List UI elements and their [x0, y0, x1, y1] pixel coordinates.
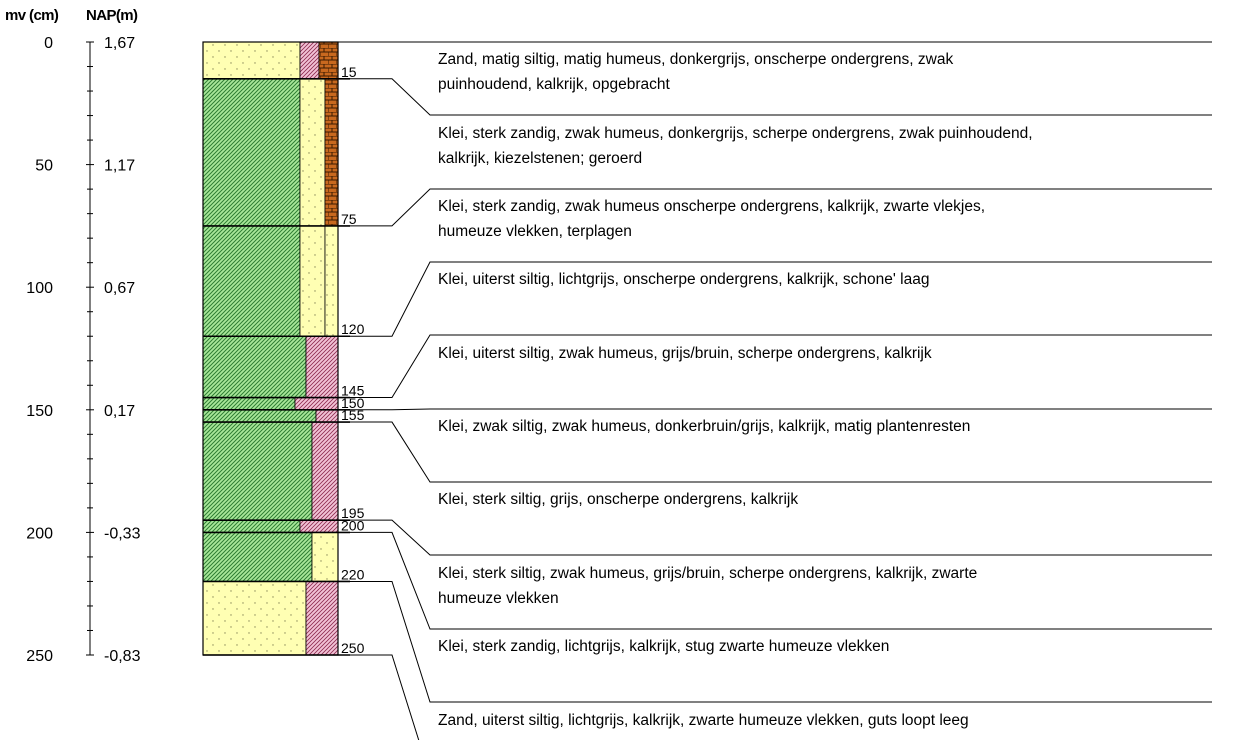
- lithology-cell: [324, 225, 339, 337]
- depth-label: 145: [341, 383, 365, 399]
- connector-line: [350, 408, 1212, 411]
- layer-block: [202, 581, 339, 656]
- lithology-cell: [202, 409, 317, 423]
- lithology-cell: [202, 532, 313, 582]
- depth-label: 200: [341, 517, 365, 533]
- layer-description: kalkrijk, kiezelstenen; geroerd: [438, 150, 642, 167]
- layer-block: [202, 397, 339, 411]
- borehole-column: [202, 41, 339, 656]
- lithology-cell: [202, 421, 313, 521]
- lithology-cell: [318, 41, 339, 80]
- connector-line: [350, 654, 420, 740]
- nap-header: NAP(m): [86, 7, 138, 24]
- connector-line: [350, 531, 1212, 630]
- lithology-cell: [202, 335, 307, 398]
- layer-block: [202, 532, 339, 582]
- layer-description: Klei, sterk siltig, grijs, onscherpe ond…: [438, 491, 798, 508]
- lithology-cell: [299, 78, 326, 227]
- layer-block: [202, 519, 339, 533]
- layer-block: [202, 421, 339, 521]
- lithology-cell: [299, 519, 339, 533]
- lithology-cell: [202, 519, 301, 533]
- mv-tick-label: 150: [26, 403, 53, 420]
- mv-tick-label: 0: [44, 35, 53, 52]
- layer-description: Klei, sterk zandig, zwak humeus, donkerg…: [438, 125, 1033, 142]
- lithology-cell: [311, 421, 339, 521]
- layer-description: Klei, uiterst siltig, zwak humeus, grijs…: [438, 345, 932, 362]
- layer-description: puinhoudend, kalkrijk, opgebracht: [438, 76, 670, 93]
- layer-description: humeuze vlekken, terplagen: [438, 223, 632, 240]
- mv-tick-label: 200: [26, 525, 53, 542]
- lithology-cell: [202, 581, 307, 656]
- layer-description: Klei, uiterst siltig, lichtgrijs, onsche…: [438, 271, 929, 288]
- layer-description: Klei, sterk zandig, lichtgrijs, kalkrijk…: [438, 638, 889, 655]
- lithology-cell: [299, 41, 320, 80]
- layer-descriptions: Zand, matig siltig, matig humeus, donker…: [338, 41, 1212, 740]
- depth-label: 120: [341, 321, 365, 337]
- connector-line: [350, 519, 1212, 556]
- nap-tick-label: -0,33: [104, 525, 141, 542]
- mv-tick-label: 250: [26, 648, 53, 665]
- lithology-cell: [305, 335, 339, 398]
- connector-line: [350, 188, 1212, 227]
- depth-label: 155: [341, 407, 365, 423]
- depth-label: 195: [341, 505, 365, 521]
- depth-label: 220: [341, 566, 365, 582]
- nap-tick-label: 0,17: [104, 403, 135, 420]
- layer-description: Zand, matig siltig, matig humeus, donker…: [438, 51, 953, 68]
- layer-description: Zand, uiterst siltig, lichtgrijs, kalkri…: [438, 712, 969, 729]
- layer-block: [202, 335, 339, 398]
- nap-tick-label: -0,83: [104, 648, 141, 665]
- mv-tick-label: 50: [35, 158, 53, 175]
- connector-line: [350, 78, 1212, 116]
- nap-tick-label: 1,17: [104, 158, 135, 175]
- layer-block: [202, 409, 339, 423]
- connector-line: [350, 261, 1212, 337]
- layer-block: [202, 78, 339, 227]
- lithology-cell: [202, 225, 301, 337]
- lithology-cell: [202, 397, 296, 411]
- lithology-cell: [305, 581, 339, 656]
- layer-description: Klei, sterk zandig, zwak humeus onscherp…: [438, 198, 985, 215]
- layer-description: Klei, zwak siltig, zwak humeus, donkerbr…: [438, 418, 970, 435]
- lithology-cell: [294, 397, 339, 411]
- depth-label: 150: [341, 395, 365, 411]
- layer-block: [202, 225, 339, 337]
- lithology-cell: [202, 41, 301, 80]
- lithology-cell: [315, 409, 339, 423]
- lithology-cell: [324, 78, 339, 227]
- connector-line: [350, 334, 1212, 399]
- mv-tick-label: 100: [26, 280, 53, 297]
- connector-line: [350, 421, 1212, 483]
- layer-description: Klei, sterk siltig, zwak humeus, grijs/b…: [438, 565, 977, 582]
- depth-scale: 0 1,67 50 1,17 100 0,67 150 0,17 200 -0,33 250 -0,8…: [26, 35, 140, 665]
- layer-block: [202, 41, 339, 80]
- depth-label: 250: [341, 640, 365, 656]
- connector-line: [350, 580, 1212, 703]
- nap-tick-label: 0,67: [104, 280, 135, 297]
- layer-description: humeuze vlekken: [438, 590, 559, 607]
- mv-header: mv (cm): [5, 7, 59, 24]
- nap-tick-label: 1,67: [104, 35, 135, 52]
- lithology-cell: [202, 78, 301, 227]
- lithology-cell: [299, 225, 326, 337]
- lithology-cell: [311, 532, 339, 582]
- depth-label: 15: [341, 64, 357, 80]
- depth-label: 75: [341, 211, 357, 227]
